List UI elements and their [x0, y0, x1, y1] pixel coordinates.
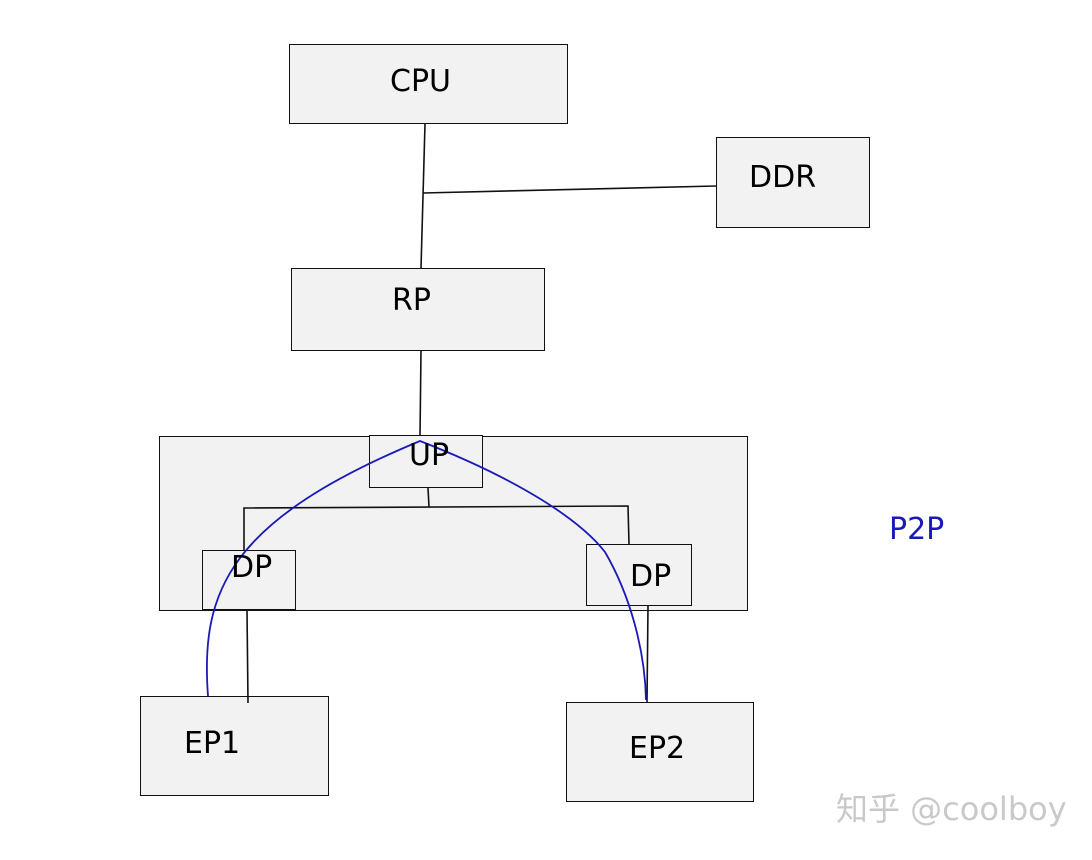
dp-right-label: DP: [630, 559, 672, 594]
dp-ep1-line: [246, 609, 249, 704]
p2p-path: [205, 440, 647, 701]
rp-up-line: [419, 350, 422, 437]
dp-left-label: DP: [231, 550, 273, 585]
ep2-box: [566, 702, 754, 802]
dp-bus-line: [243, 505, 630, 550]
cpu-box: [289, 44, 568, 124]
watermark: 知乎 @coolboy: [836, 790, 1067, 828]
dp-ep2-line: [646, 605, 649, 703]
rp-box: [291, 268, 545, 351]
ep1-box: [140, 696, 329, 796]
ddr-box: [716, 137, 870, 228]
cpu-label: CPU: [390, 64, 451, 99]
up-box: [369, 435, 483, 488]
ddr-bus-line: [422, 185, 717, 194]
ep1-label: EP1: [184, 726, 241, 761]
rp-label: RP: [392, 283, 431, 318]
p2p-annotation: P2P: [889, 512, 945, 547]
ep2-label: EP2: [629, 731, 686, 766]
up-label: UP: [409, 438, 450, 473]
cpu-rp-line: [420, 123, 426, 269]
up-down-stub: [427, 487, 430, 508]
ddr-label: DDR: [749, 160, 817, 195]
dp-right-box: [586, 544, 692, 606]
